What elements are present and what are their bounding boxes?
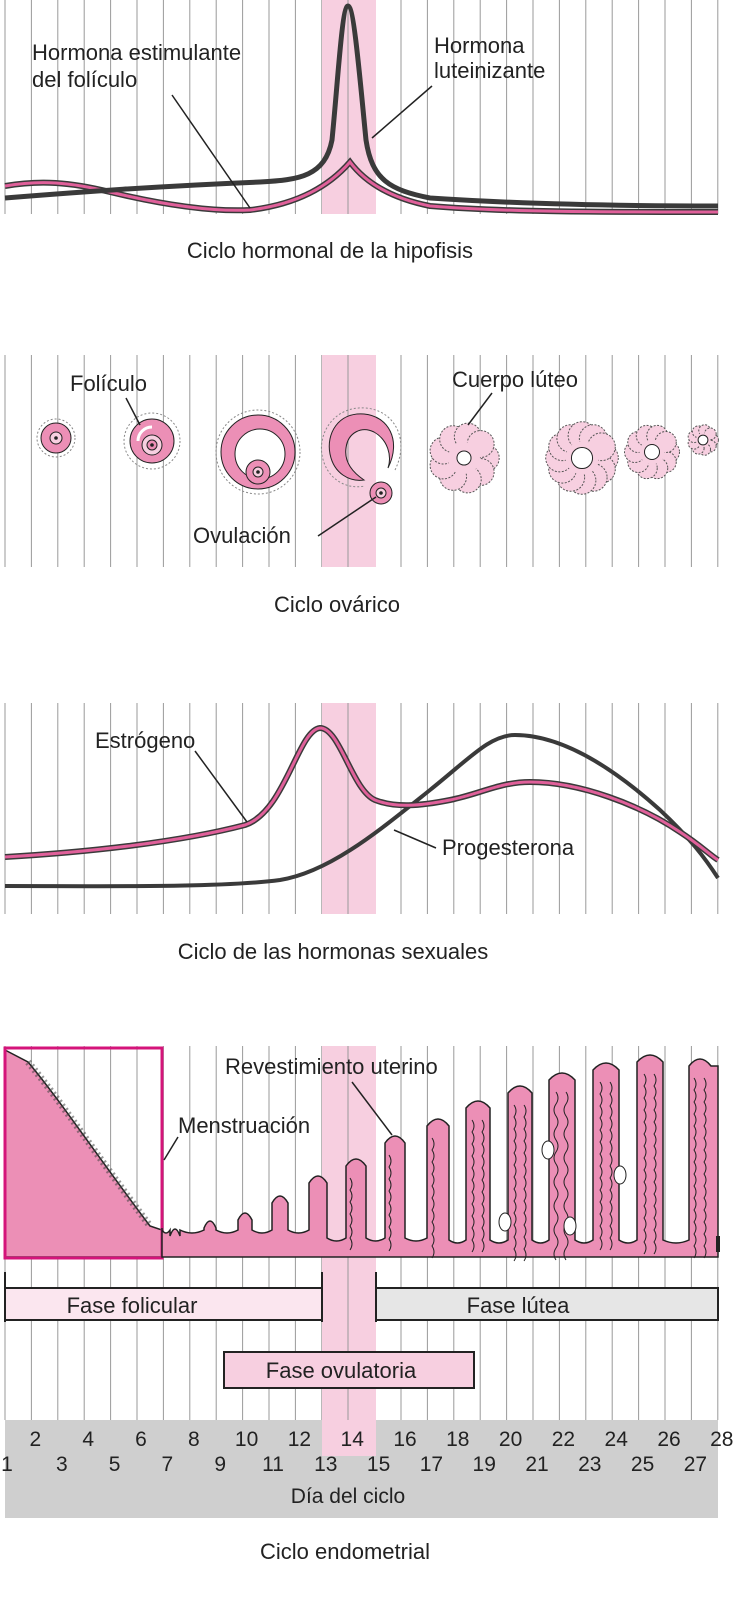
day-tick-label: 10 xyxy=(235,1428,258,1451)
day-gridlines xyxy=(4,703,719,914)
day-tick-label: 18 xyxy=(446,1428,469,1451)
ovulation-label: Ovulación xyxy=(193,523,291,548)
gland-line xyxy=(349,1177,353,1251)
day-tick-label: 19 xyxy=(473,1453,496,1476)
gland-lumen xyxy=(563,1216,577,1236)
day-tick-label: 15 xyxy=(367,1453,390,1476)
day-tick-label: 13 xyxy=(314,1453,337,1476)
day-tick-label: 26 xyxy=(657,1428,680,1451)
ovulating-follicle xyxy=(320,407,402,505)
gland-line xyxy=(388,1154,392,1252)
day-tick-label: 3 xyxy=(56,1453,68,1476)
ovulation-band xyxy=(322,355,376,567)
gland-line xyxy=(599,1081,603,1251)
endometrial-panel: Revestimiento uterino Menstruación Fase … xyxy=(1,1046,733,1564)
pituitary-caption: Ciclo hormonal de la hipofisis xyxy=(187,238,473,263)
day-tick-label: 4 xyxy=(82,1428,94,1451)
day-tick-label: 1 xyxy=(1,1453,13,1476)
ovulatory-phase-label: Fase ovulatoria xyxy=(266,1358,417,1383)
day-tick-label: 16 xyxy=(393,1428,416,1451)
day-tick-label: 6 xyxy=(135,1428,147,1451)
uterine-lining-label: Revestimiento uterino xyxy=(225,1054,438,1079)
corpus-luteum-stage-2 xyxy=(545,421,619,495)
gland-line xyxy=(653,1073,657,1255)
lh-curve xyxy=(4,3,719,209)
luteal-phase-box xyxy=(375,1287,719,1321)
menstruation-box xyxy=(3,1046,164,1260)
uterine-lining xyxy=(161,1054,719,1258)
corpus-luteum-stage-4 xyxy=(687,424,719,456)
day-tick-label: 9 xyxy=(214,1453,226,1476)
day-tick-label: 17 xyxy=(420,1453,443,1476)
day-tick-label: 27 xyxy=(684,1453,707,1476)
gland-line xyxy=(513,1104,517,1262)
follicle-stage-2 xyxy=(123,412,181,470)
day-tick-label: 11 xyxy=(262,1453,284,1476)
day-tick-label: 20 xyxy=(499,1428,522,1451)
gland-line xyxy=(523,1104,527,1262)
gland-line xyxy=(609,1081,613,1251)
day-axis-title: Día del ciclo xyxy=(291,1485,405,1508)
gland-line xyxy=(553,1091,559,1261)
progesterone-label: Progesterona xyxy=(442,835,575,860)
pituitary-panel: Hormona estimulante del folículo Hormona… xyxy=(4,0,719,263)
gland-lumen xyxy=(498,1212,512,1232)
endometrial-caption: Ciclo endometrial xyxy=(260,1539,430,1564)
gland-lumen xyxy=(613,1165,627,1185)
day-tick-label: 24 xyxy=(605,1428,629,1451)
ovarian-caption: Ciclo ovárico xyxy=(274,592,400,617)
day-tick-label: 28 xyxy=(710,1428,733,1451)
menstruation-label: Menstruación xyxy=(178,1113,310,1138)
corpus-luteum-stage-3 xyxy=(624,424,680,480)
sex-hormones-panel: Estrógeno Progesterona Ciclo de las horm… xyxy=(4,703,720,964)
gland-line xyxy=(643,1073,647,1255)
lh-label-2: luteinizante xyxy=(434,58,545,83)
progesterone-curve xyxy=(4,732,720,889)
day-tick-label: 22 xyxy=(552,1428,575,1451)
day-tick-label: 2 xyxy=(30,1428,42,1451)
gland-line xyxy=(471,1119,475,1253)
estrogen-label: Estrógeno xyxy=(95,728,195,753)
lh-label: Hormona xyxy=(434,33,525,58)
follicle-label: Folículo xyxy=(70,371,147,396)
day-tick-label: 12 xyxy=(288,1428,311,1451)
follicle-stage-3 xyxy=(215,409,301,495)
day-tick-label: 14 xyxy=(341,1428,365,1451)
follicle-stage-1 xyxy=(36,418,76,458)
sex-hormones-caption: Ciclo de las hormonas sexuales xyxy=(178,939,489,964)
luteal-phase-label: Fase lútea xyxy=(467,1293,570,1318)
gland-lumen xyxy=(541,1140,555,1160)
gland-line xyxy=(563,1091,569,1261)
gland-line xyxy=(703,1077,707,1259)
day-tick-label: 25 xyxy=(631,1453,654,1476)
gland-line xyxy=(481,1119,485,1253)
day-tick-label: 8 xyxy=(188,1428,200,1451)
day-gridlines xyxy=(4,355,719,567)
day-tick-label: 5 xyxy=(109,1453,121,1476)
fsh-label-2: del folículo xyxy=(32,67,137,92)
fsh-label: Hormona estimulante xyxy=(32,40,241,65)
uterine-glands xyxy=(349,1073,707,1262)
day-tick-label: 7 xyxy=(162,1453,174,1476)
ovulatory-phase-box xyxy=(223,1351,475,1389)
day-tick-label: 21 xyxy=(525,1453,548,1476)
menstruation-wedge xyxy=(4,1048,163,1258)
day-tick-label: 23 xyxy=(578,1453,601,1476)
follicular-phase-label: Fase folicular xyxy=(67,1293,198,1318)
gland-line xyxy=(693,1077,697,1259)
ovarian-panel: Folículo Cuerpo lúteo Ovulación Ciclo ov… xyxy=(4,355,719,617)
corpus-luteum-label: Cuerpo lúteo xyxy=(452,367,578,392)
gland-line xyxy=(431,1137,435,1259)
corpus-luteum-stage-1 xyxy=(429,422,500,494)
